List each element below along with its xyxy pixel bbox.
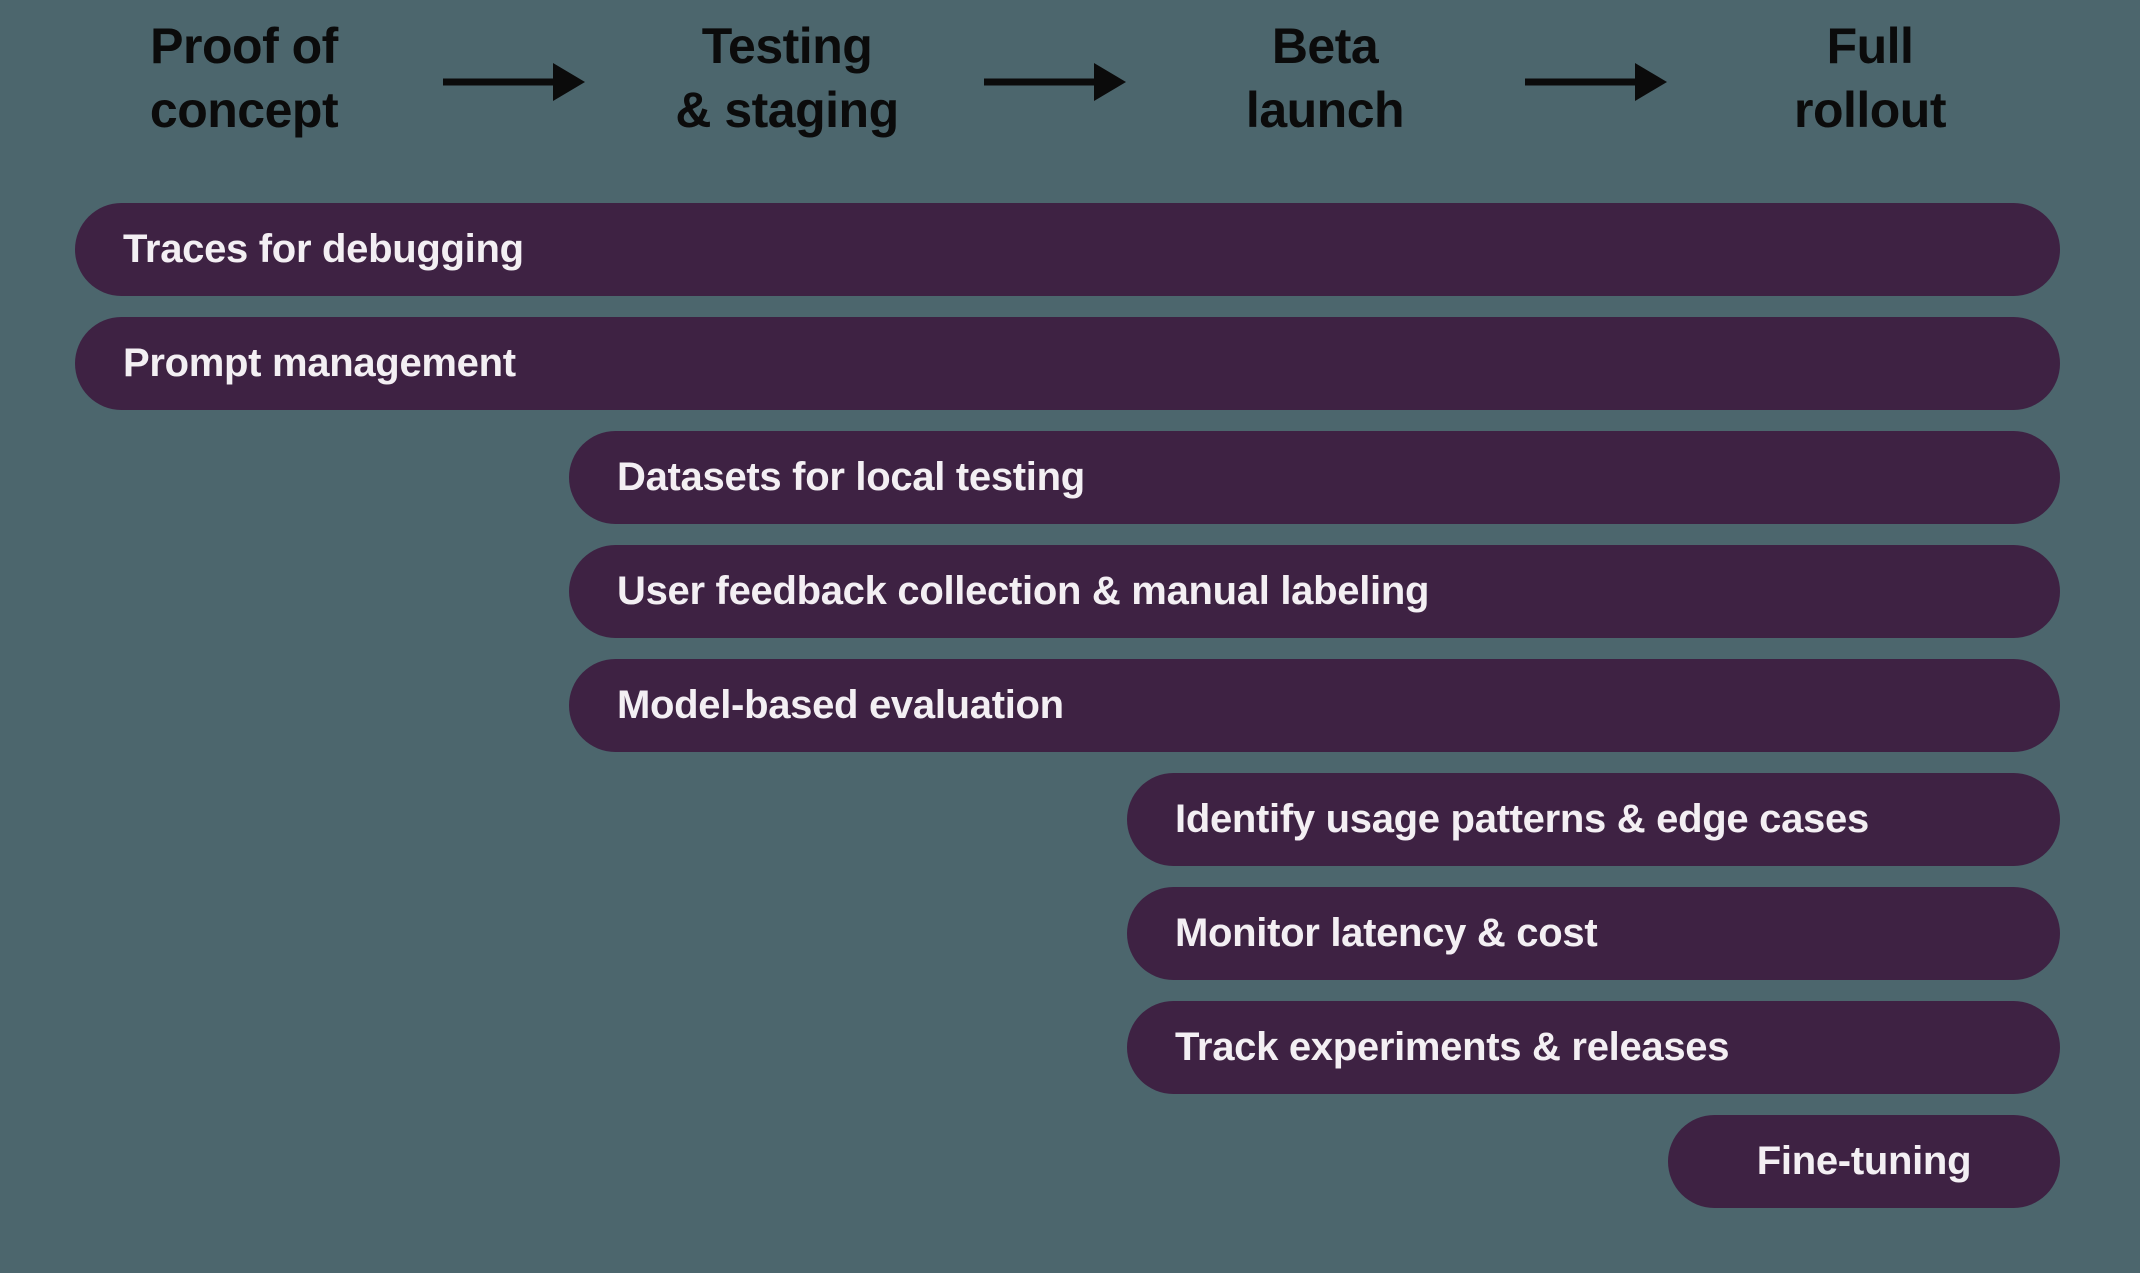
- stage-label-beta-launch: Beta launch: [1245, 18, 1405, 138]
- bar-datasets-for-local-testing: Datasets for local testing: [569, 431, 2060, 524]
- stage-label-proof-of-concept: Proof of concept: [149, 18, 339, 138]
- right-arrow-icon: [1525, 63, 1667, 101]
- bar-model-based-evaluation: Model-based evaluation: [569, 659, 2060, 752]
- bar-identify-usage-patterns: Identify usage patterns & edge cases: [1127, 773, 2060, 866]
- stage-label-testing-staging: Testing & staging: [675, 18, 899, 138]
- bar-user-feedback-collection: User feedback collection & manual labeli…: [569, 545, 2060, 638]
- bar-prompt-management: Prompt management: [75, 317, 2060, 410]
- bar-monitor-latency-cost: Monitor latency & cost: [1127, 887, 2060, 980]
- bar-fine-tuning: Fine-tuning: [1668, 1115, 2060, 1208]
- stage-label-full-rollout: Full rollout: [1793, 18, 1947, 138]
- right-arrow-icon: [984, 63, 1126, 101]
- bar-track-experiments-releases: Track experiments & releases: [1127, 1001, 2060, 1094]
- bar-traces-for-debugging: Traces for debugging: [75, 203, 2060, 296]
- right-arrow-icon: [443, 63, 585, 101]
